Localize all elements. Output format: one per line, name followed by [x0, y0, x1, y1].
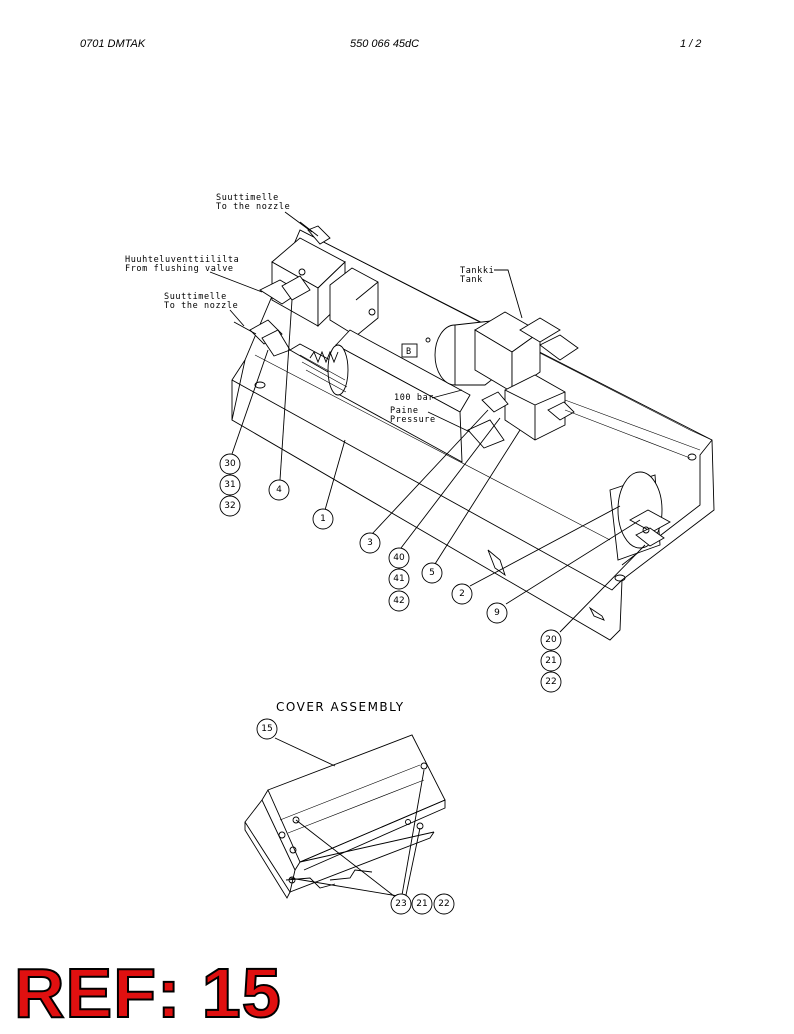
leader-nozzle2 [229, 309, 245, 327]
cover-leaders [274, 737, 425, 897]
callout-4: 4 [268, 479, 290, 501]
svg-text:4: 4 [276, 485, 282, 495]
callout-32: 32 [219, 495, 241, 517]
svg-text:42: 42 [393, 596, 404, 606]
tank-cylinder [609, 471, 671, 561]
filter-cylinder [299, 329, 471, 463]
svg-text:2: 2 [459, 589, 465, 599]
cover-assembly-title: COVER ASSEMBLY [276, 700, 405, 714]
callout-21-cover: 21 [411, 893, 433, 915]
svg-text:21: 21 [545, 656, 556, 666]
label-flush-en: From flushing valve [125, 264, 234, 274]
callout-leaders [231, 299, 646, 633]
callout-20: 20 [540, 629, 562, 651]
label-pressure-en: Pressure [390, 415, 436, 425]
callout-30: 30 [219, 453, 241, 475]
svg-text:21: 21 [416, 899, 427, 909]
svg-text:30: 30 [224, 459, 236, 469]
svg-text:32: 32 [224, 501, 235, 511]
callout-2: 2 [451, 583, 473, 605]
callout-9: 9 [486, 602, 508, 624]
callout-41: 41 [388, 568, 410, 590]
solenoid-valve [271, 237, 379, 337]
svg-text:22: 22 [438, 899, 449, 909]
leader-flush [209, 271, 263, 293]
svg-text:20: 20 [545, 635, 557, 645]
svg-text:23: 23 [395, 899, 406, 909]
svg-text:3: 3 [367, 538, 373, 548]
reference-box-b [401, 343, 418, 358]
label-nozzle2-en: To the nozzle [164, 301, 238, 311]
svg-text:5: 5 [429, 568, 435, 578]
leader-tank [494, 269, 523, 319]
callout-31: 31 [219, 474, 241, 496]
svg-text:31: 31 [224, 480, 235, 490]
svg-text:40: 40 [393, 553, 405, 563]
leader-nozzle-top [284, 211, 313, 233]
label-nozzle2-fi: Suuttimelle [164, 292, 227, 302]
label-tank-fi: Tankki [460, 266, 494, 276]
callout-5: 5 [421, 562, 443, 584]
header-document-code: 0701 DMTAK [80, 38, 146, 50]
svg-text:9: 9 [494, 608, 500, 618]
label-nozzle-top-fi: Suuttimelle [216, 193, 279, 203]
callout-22-cover: 22 [433, 893, 455, 915]
leader-100-bar [431, 389, 463, 399]
callout-3: 3 [359, 532, 381, 554]
base-plate [231, 229, 715, 641]
label-tank-en: Tank [460, 275, 483, 285]
callout-15: 15 [256, 718, 278, 740]
cover-assembly [244, 734, 446, 899]
callout-22: 22 [540, 671, 562, 693]
header-page-number: 1 / 2 [680, 38, 702, 50]
label-flush-fi: Huuhteluventtiililta [125, 255, 239, 265]
accumulator [434, 311, 701, 459]
svg-text:15: 15 [261, 724, 272, 734]
ref-stamp: REF: 15 [13, 954, 282, 1032]
label-100-bar: 100 bar [394, 393, 434, 403]
callout-40: 40 [388, 547, 410, 569]
callout-1: 1 [312, 508, 334, 530]
svg-text:1: 1 [320, 514, 326, 524]
box-b-label: B [406, 347, 412, 357]
callout-23: 23 [390, 893, 412, 915]
svg-text:22: 22 [545, 677, 556, 687]
header-part-number: 550 066 45dC [350, 38, 420, 50]
callout-42: 42 [388, 590, 410, 612]
callout-21: 21 [540, 650, 562, 672]
svg-text:41: 41 [393, 574, 404, 584]
label-pressure-fi: Paine [390, 406, 419, 416]
leader-pressure [427, 411, 471, 433]
label-nozzle-top-en: To the nozzle [216, 202, 290, 212]
